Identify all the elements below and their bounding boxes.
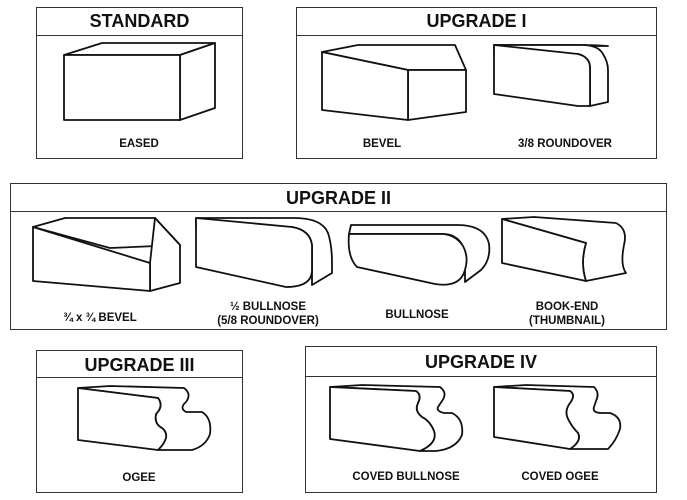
coved-bullnose-edge-profile bbox=[329, 384, 464, 452]
coved-ogee-edge-profile bbox=[493, 384, 622, 450]
half-bullnose-label: ½ BULLNOSE (5/8 ROUNDOVER) bbox=[217, 301, 319, 327]
coved-bullnose-label: COVED BULLNOSE bbox=[352, 471, 460, 483]
roundover-3-8-label: 3/8 ROUNDOVER bbox=[518, 138, 612, 150]
panel-title: UPGRADE IV bbox=[306, 347, 656, 377]
panel-title: UPGRADE III bbox=[37, 351, 242, 378]
bullnose-edge-profile bbox=[347, 224, 491, 286]
book-end-label: BOOK-END (THUMBNAIL) bbox=[528, 301, 605, 327]
panel-title: UPGRADE I bbox=[297, 8, 656, 36]
ogee-label: OGEE bbox=[122, 472, 156, 484]
bullnose-label: BULLNOSE bbox=[385, 309, 449, 321]
ogee-edge-profile bbox=[77, 385, 212, 451]
panel-title: UPGRADE II bbox=[11, 184, 666, 212]
coved-ogee-label: COVED OGEE bbox=[521, 471, 599, 483]
eased-edge-profile bbox=[63, 42, 216, 121]
bevel-3-4-label: ¾ x ¾ BEVEL bbox=[63, 312, 137, 324]
eased-label: EASED bbox=[119, 138, 159, 150]
book-end-edge-profile bbox=[501, 216, 627, 282]
bevel-3-4-edge-profile bbox=[32, 217, 181, 292]
panel-title: STANDARD bbox=[37, 8, 242, 36]
half-bullnose-edge-profile bbox=[195, 217, 333, 288]
bevel-edge-profile bbox=[321, 44, 467, 121]
bevel-label: BEVEL bbox=[362, 138, 402, 150]
roundover-3-8-edge-profile bbox=[493, 44, 609, 107]
panel-upgrade-4: UPGRADE IV bbox=[305, 346, 657, 493]
